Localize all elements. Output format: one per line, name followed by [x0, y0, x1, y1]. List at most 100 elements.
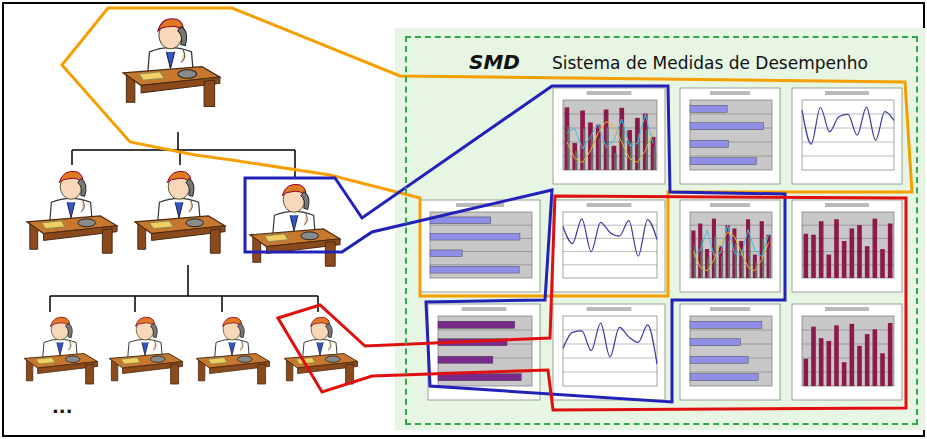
phone-base [301, 232, 319, 240]
chart-title-bar [825, 91, 869, 95]
bar [748, 237, 750, 278]
tie [290, 215, 298, 231]
person-at-desk [24, 317, 98, 384]
person-at-desk [123, 19, 220, 107]
handset [151, 323, 158, 337]
bar [842, 362, 847, 386]
tie [229, 342, 235, 355]
plot-area [563, 100, 657, 170]
bar [430, 250, 462, 257]
phone-base [78, 219, 96, 227]
bar [873, 219, 878, 278]
bar [760, 221, 764, 278]
phone-base [238, 356, 252, 362]
bar [819, 338, 824, 386]
chart-title-bar [462, 307, 507, 311]
plot-area [430, 212, 532, 278]
bar [690, 356, 748, 363]
bar [834, 219, 839, 278]
phone-base [178, 70, 197, 78]
bar [804, 359, 809, 386]
bar [627, 130, 632, 170]
grid-line [802, 225, 894, 226]
bar [769, 248, 771, 278]
papers [42, 221, 66, 229]
plot-area [802, 316, 894, 386]
bar [811, 235, 816, 278]
desk-legs [30, 224, 112, 253]
panel-title: Sistema de Medidas de Desempenho [552, 53, 868, 73]
chart-frame [792, 88, 902, 184]
bar [690, 339, 740, 346]
grid-line [563, 330, 657, 331]
grid-line [690, 114, 772, 115]
handset [186, 179, 194, 197]
grid-line [563, 251, 657, 252]
bar [690, 374, 758, 381]
chart-title-bar [710, 307, 750, 311]
grid-line [438, 330, 532, 331]
bar [857, 225, 862, 278]
blue-outline [245, 86, 785, 402]
bar [728, 241, 730, 278]
org-lines [50, 132, 318, 312]
hand [153, 341, 156, 351]
bar [438, 356, 493, 363]
chart-frame [553, 200, 665, 292]
grid-line [563, 264, 657, 265]
desk-legs [26, 360, 93, 384]
papers [265, 234, 289, 242]
bar [739, 241, 743, 278]
mini-chart [680, 304, 780, 400]
chart-title-bar [587, 203, 632, 207]
bar [596, 125, 601, 170]
handset [66, 323, 73, 337]
people [24, 19, 358, 384]
tie [67, 202, 75, 218]
grid-line [690, 372, 772, 373]
chart-title-bar [825, 307, 869, 311]
mini-chart [553, 88, 665, 184]
bar [690, 321, 762, 328]
bar [646, 130, 648, 170]
hand [181, 50, 185, 63]
plot-area [802, 100, 894, 170]
tree-line [72, 132, 295, 178]
trend-line [693, 225, 768, 257]
bar [430, 233, 520, 240]
mini-chart [792, 304, 902, 400]
person-at-desk [135, 171, 225, 253]
grid-line [690, 330, 772, 331]
mini-chart [680, 200, 780, 292]
phone-base [66, 356, 80, 362]
chart-frame [680, 88, 780, 184]
tree-line [50, 265, 318, 312]
hand [189, 200, 193, 212]
grid-line [430, 264, 532, 265]
bar [606, 128, 608, 170]
tie [175, 202, 183, 218]
bar [850, 324, 855, 386]
tie [317, 342, 323, 355]
grid-line [430, 225, 532, 226]
chart-frame [792, 304, 902, 400]
bar [630, 142, 632, 170]
panel-box: SMDSistema de Medidas de Desempenho [405, 36, 918, 425]
bar [612, 146, 617, 170]
trend-line [567, 121, 653, 162]
line-series [563, 323, 657, 364]
mini-chart [553, 304, 665, 400]
hand [68, 341, 71, 351]
grid-line [563, 358, 657, 359]
bar [834, 325, 839, 386]
bar [438, 321, 515, 328]
bar [653, 147, 655, 170]
trend-line [567, 114, 653, 148]
grid-line [563, 372, 657, 373]
panel-ground [395, 28, 925, 430]
mini-chart [553, 200, 665, 292]
desk-legs [138, 224, 220, 253]
bar [735, 243, 737, 278]
chart-frame [680, 200, 780, 292]
bar [430, 217, 491, 224]
